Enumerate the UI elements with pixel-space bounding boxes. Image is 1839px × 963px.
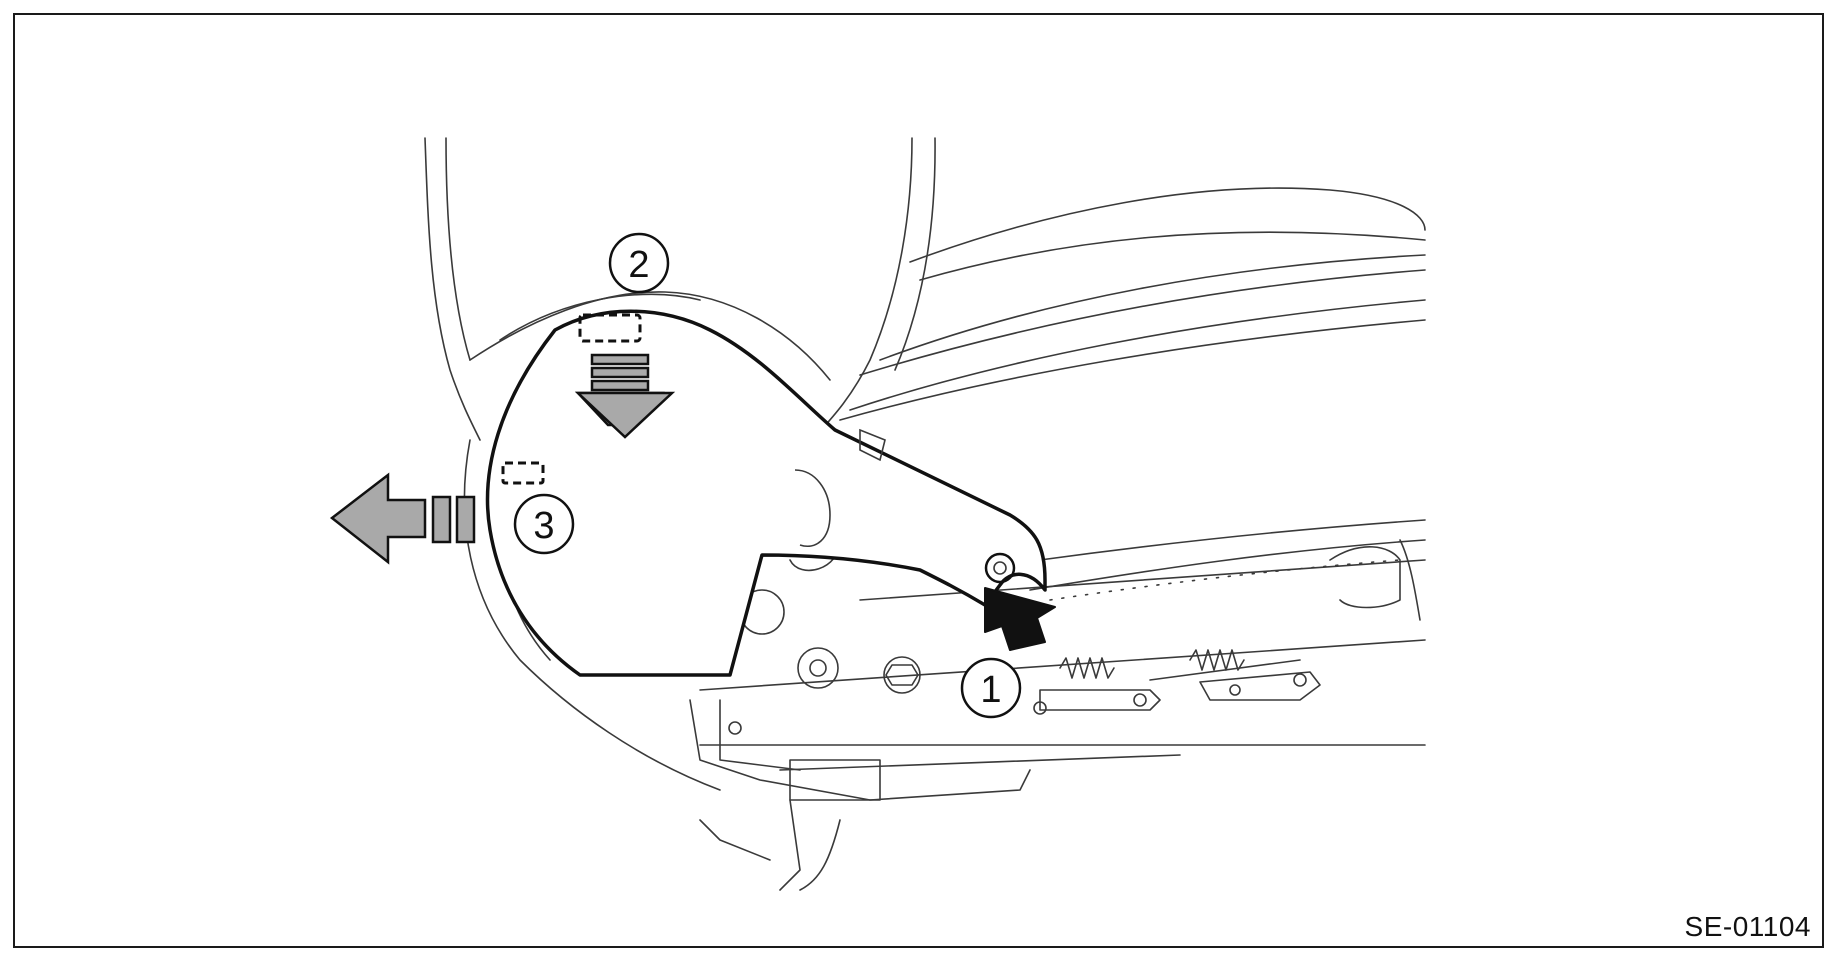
base-foot: [779, 799, 801, 891]
seatback-bottom-curve: [469, 291, 831, 381]
callout-3: 3: [513, 493, 575, 555]
down-arrow: [574, 353, 676, 439]
left-arrow: [329, 472, 476, 565]
lower-bracket-2: [719, 699, 801, 771]
seatback-right-edge-2: [894, 137, 936, 371]
small-hole-4: [1293, 673, 1307, 687]
up-arrow: [984, 587, 1056, 651]
cushion-line-4: [849, 299, 1426, 411]
rail-dots: [1049, 559, 1401, 601]
lower-bracket: [689, 699, 1031, 801]
seatback-outline-2: [445, 137, 471, 361]
drawing-id-label: SE-01104: [1684, 911, 1811, 942]
base-left: [699, 819, 771, 861]
cushion-line-5: [839, 319, 1426, 421]
small-hole-5: [728, 721, 742, 735]
cushion-top: [909, 187, 1426, 263]
rail-top: [859, 559, 1426, 601]
lower-nut: [883, 656, 921, 694]
seatback-inner-curve: [499, 293, 701, 341]
rail-bottom: [779, 754, 1181, 771]
side-clip-indicator: [501, 461, 545, 485]
cover-inner-ridge: [794, 469, 831, 547]
latch-plate-2: [1199, 671, 1321, 701]
callout-1: 1: [960, 657, 1022, 719]
cushion-line-3: [859, 269, 1426, 376]
callout-1-number: 1: [980, 669, 1001, 711]
rear-frame: [1329, 546, 1401, 609]
small-hole-3: [1229, 684, 1241, 696]
latch-plate-1: [1039, 689, 1161, 711]
cover-tab: [859, 428, 886, 462]
seatback-outline: [424, 137, 481, 441]
callout-3-number: 3: [533, 505, 554, 547]
seatback-right-edge: [811, 137, 913, 441]
cover-screw-ring: [984, 552, 1016, 584]
cushion-line-2: [879, 254, 1426, 361]
spring-2: [1189, 649, 1245, 671]
hinge-bolt-outer: [797, 647, 839, 689]
lower-nut-hex: [885, 664, 919, 686]
base-block: [789, 759, 881, 801]
spring-1: [1059, 657, 1115, 679]
base-foot-2: [799, 819, 841, 891]
upper-clip-indicator: [578, 313, 642, 343]
latch-rod: [1149, 659, 1301, 681]
rail-top-2: [1029, 539, 1426, 591]
rail-upper: [1039, 519, 1426, 561]
hinge-bolt-inner: [809, 659, 827, 677]
small-hole-1: [1033, 701, 1047, 715]
rear-frame-2: [1399, 539, 1421, 621]
cushion-line-1: [919, 231, 1426, 281]
cover-screw: [993, 561, 1007, 575]
side-cover-outline: [485, 309, 1047, 677]
callout-2: 2: [608, 232, 670, 294]
small-hole-2: [1133, 693, 1147, 707]
callout-2-number: 2: [628, 244, 649, 286]
